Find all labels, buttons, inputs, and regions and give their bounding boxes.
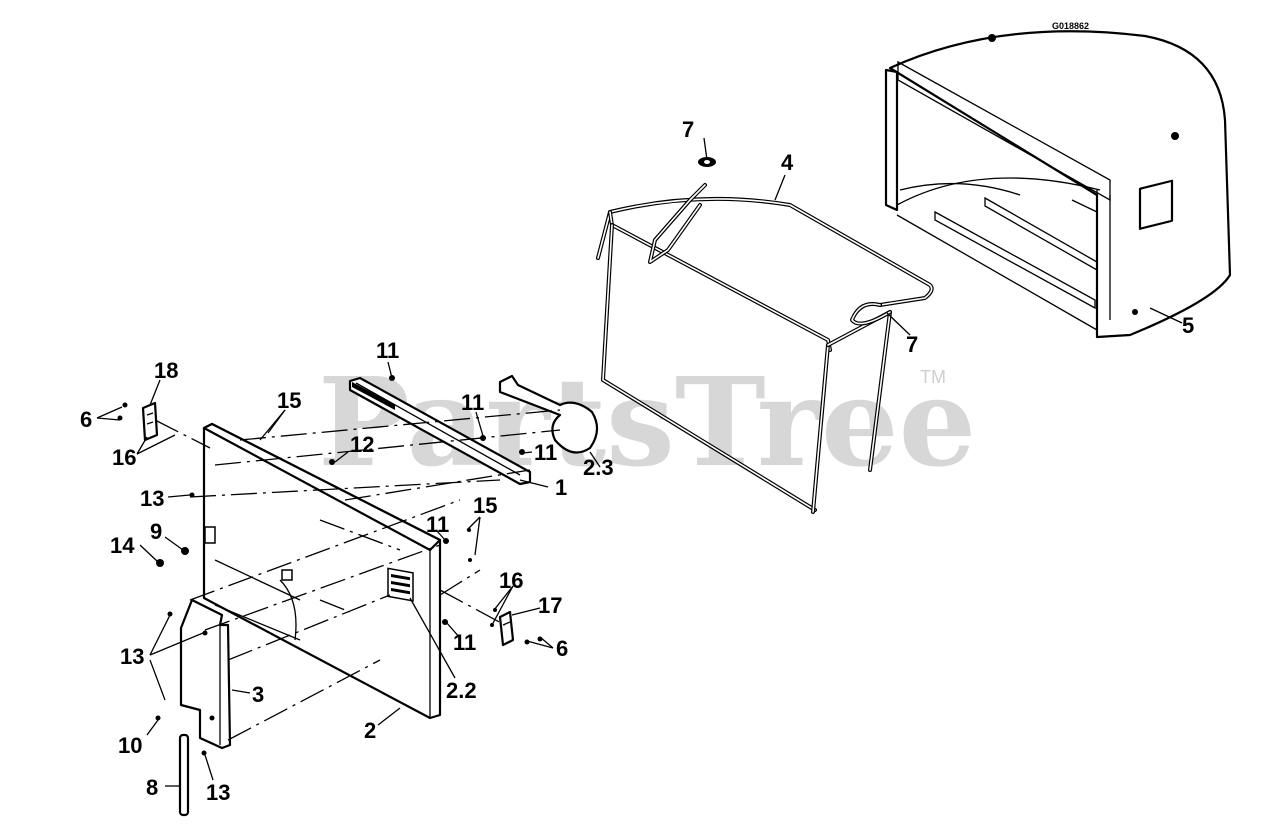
callout-13-left: 13 [120,644,144,669]
figure-id: G018862 [1052,21,1089,31]
callout-11-right: 11 [534,440,557,465]
callout-4: 4 [781,150,794,175]
part-3-bracket [179,598,232,750]
callout-11-bottom: 11 [453,630,476,655]
callout-14: 14 [110,533,135,558]
callout-13-top: 13 [140,486,164,511]
callout-18: 18 [154,358,178,383]
callout-11-center: 11 [426,512,449,537]
callout-6-left: 6 [80,407,92,432]
callout-15-right: 15 [473,493,497,518]
callout-7-top: 7 [682,117,694,142]
part-18-hinge [141,401,159,442]
hardware-fasteners [117,375,543,756]
part-8-rod [178,733,190,817]
callout-6-right: 6 [556,636,568,661]
callout-12: 12 [350,432,374,457]
leader-lines [96,137,1183,787]
part-5-hood [884,30,1232,339]
part-17-hinge [498,610,515,647]
part-2-3-grip [498,374,599,454]
callout-7-right: 7 [906,332,918,357]
callout-1: 1 [555,475,567,500]
callouts: 7 4 5 7 2.3 11 11 11 1 12 15 18 6 16 13 … [80,117,1194,805]
callout-2-2: 2.2 [446,678,477,703]
part-1-handle-bar [348,376,532,486]
callout-11-top: 11 [376,338,399,363]
callout-2: 2 [364,718,376,743]
callout-17: 17 [538,593,562,618]
watermark-tm: TM [920,367,946,387]
callout-16-right: 16 [499,568,523,593]
callout-10: 10 [118,733,142,758]
callout-11-mid: 11 [461,390,484,415]
callout-16-left: 16 [112,445,136,470]
assembly-lines [154,409,561,741]
callout-15-top: 15 [277,388,301,413]
callout-9: 9 [150,519,162,544]
callout-8: 8 [146,775,158,800]
part-4-wire-frame [596,157,934,514]
callout-13-bottom: 13 [206,780,230,805]
callout-2-3: 2.3 [583,455,614,480]
callout-5: 5 [1182,313,1194,338]
callout-3: 3 [252,682,264,707]
